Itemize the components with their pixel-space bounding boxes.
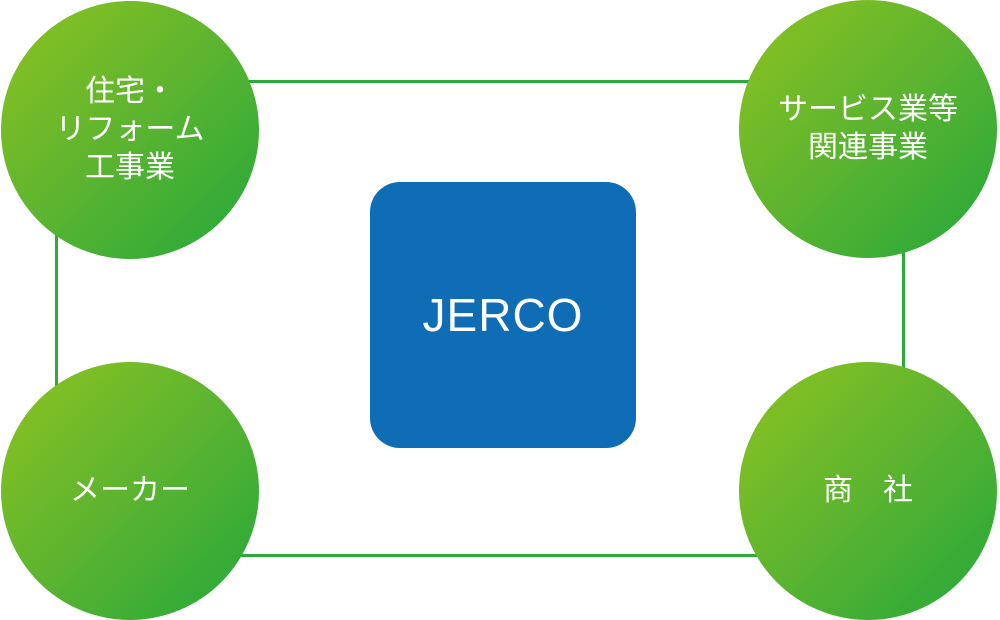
node-trading-company: 商 社 — [739, 362, 997, 620]
node-label: 住宅・ リフォーム 工事業 — [55, 74, 205, 185]
node-housing-reform: 住宅・ リフォーム 工事業 — [1, 1, 259, 259]
connector-frame — [55, 80, 905, 557]
node-label: メーカー — [70, 473, 190, 508]
node-label: 商 社 — [823, 473, 913, 508]
node-service-industry: サービス業等 関連事業 — [739, 0, 997, 258]
node-label: サービス業等 関連事業 — [778, 92, 958, 165]
node-manufacturer: メーカー — [1, 362, 259, 620]
center-node-jerco: JERCO — [370, 182, 636, 448]
center-label: JERCO — [422, 289, 584, 341]
